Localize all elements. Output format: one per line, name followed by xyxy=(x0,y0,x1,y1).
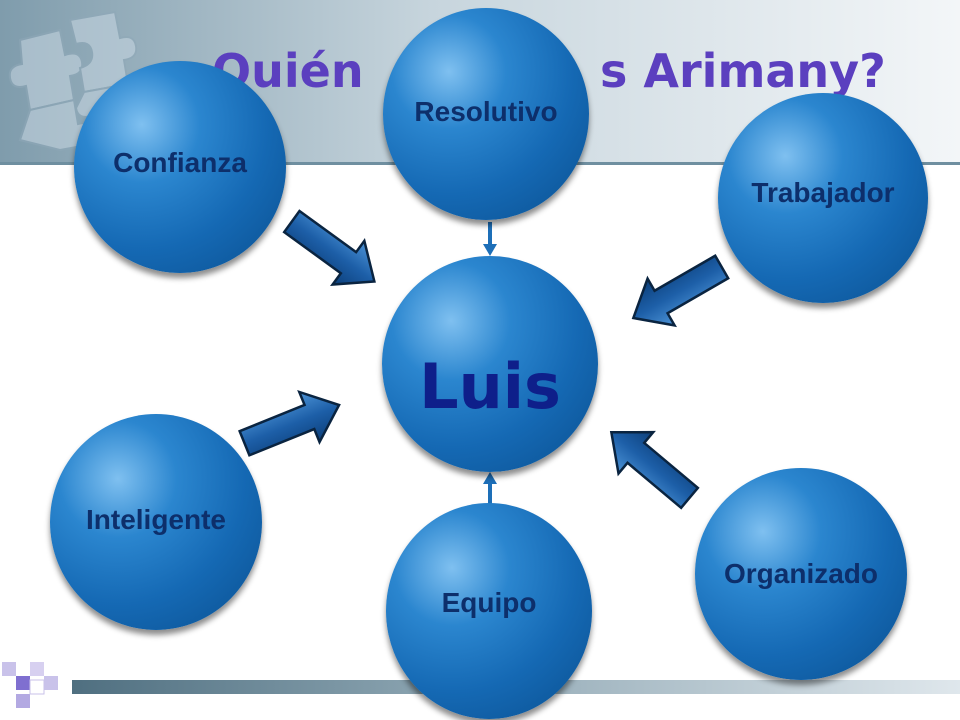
circle-equipo: Equipo xyxy=(386,503,592,719)
circle-luis: Luis xyxy=(382,256,598,472)
label-organizado: Organizado xyxy=(723,558,878,589)
arrow-from-organizado xyxy=(609,430,700,510)
label-inteligente: Inteligente xyxy=(85,504,226,535)
connector-top xyxy=(488,222,492,246)
arrow-from-inteligente xyxy=(238,389,341,457)
arrow-head-bottom xyxy=(483,472,497,484)
label-resolutivo: Resolutivo xyxy=(414,96,558,127)
circle-resolutivo: Resolutivo xyxy=(383,8,589,220)
label-luis: Luis xyxy=(419,350,561,423)
circle-inteligente: Inteligente xyxy=(50,414,262,630)
arrow-from-confianza xyxy=(282,209,376,286)
label-equipo: Equipo xyxy=(441,587,537,618)
label-trabajador: Trabajador xyxy=(751,177,895,208)
circle-organizado: Organizado xyxy=(695,468,907,680)
slide-title-right: s Arimany? xyxy=(600,44,886,98)
arrow-head-top xyxy=(483,244,497,256)
circle-confianza: Confianza xyxy=(74,61,286,273)
footer-squares xyxy=(2,662,58,708)
label-confianza: Confianza xyxy=(113,147,247,178)
connector-bottom xyxy=(488,482,492,504)
arrow-from-trabajador xyxy=(631,254,730,328)
circle-trabajador: Trabajador xyxy=(718,93,928,303)
